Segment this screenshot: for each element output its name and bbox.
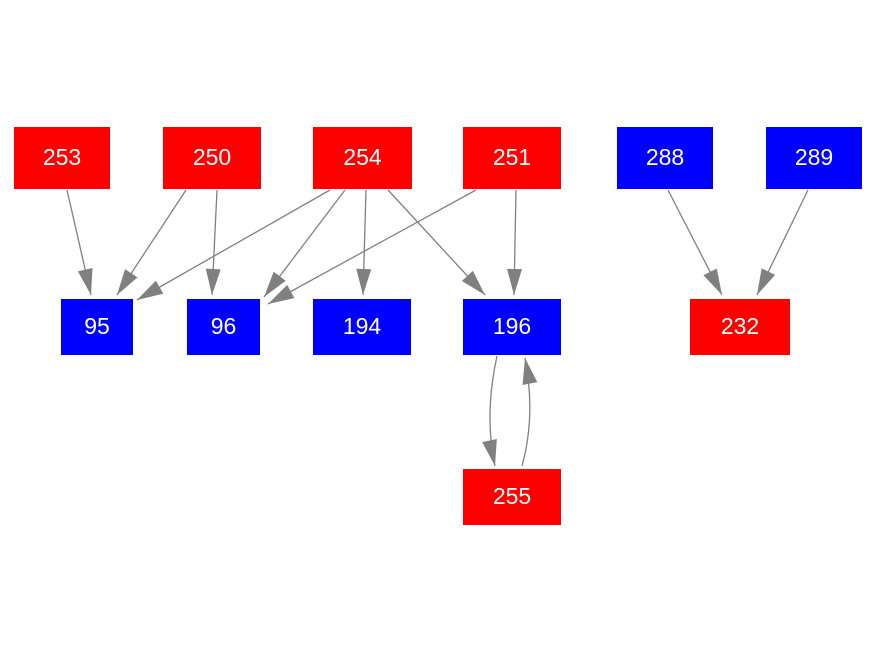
graph-node-label: 96 [210,312,237,339]
graph-edge [506,189,522,296]
graph-edge [116,189,187,296]
graph-node-255[interactable]: 255 [463,469,561,525]
graph-node-label: 253 [42,143,82,170]
graph-node-label: 232 [720,312,760,339]
graph-node-label: 288 [645,143,685,170]
graph-node-194[interactable]: 194 [313,299,411,355]
graph-node-232[interactable]: 232 [690,299,790,355]
graph-node-96[interactable]: 96 [187,299,260,355]
graph-node-288[interactable]: 288 [617,127,713,189]
graph-edge [387,189,486,296]
graph-node-95[interactable]: 95 [61,299,133,355]
graph-node-251[interactable]: 251 [463,127,561,189]
graph-node-label: 250 [192,143,232,170]
graph-edge [356,189,372,296]
graph-edge [521,357,538,467]
graph-edge [667,189,723,296]
graph-node-label: 95 [84,312,110,339]
graph-edge [263,189,346,298]
graph-node-label: 254 [343,143,382,170]
graph-node-label: 255 [492,482,532,509]
graph-node-250[interactable]: 250 [163,127,261,189]
graph-edge [136,189,331,301]
graph-edge [756,189,809,296]
graph-node-label: 251 [492,143,532,170]
graph-edge [205,189,221,296]
graph-edge [66,189,93,296]
graph-node-254[interactable]: 254 [313,127,412,189]
graph-node-196[interactable]: 196 [463,299,561,355]
graph-node-label: 289 [794,143,834,170]
graph-node-289[interactable]: 289 [766,127,862,189]
graph-node-label: 194 [342,312,382,339]
graph-edge [267,189,477,305]
graph-node-label: 196 [492,312,532,339]
graph-edge [482,355,498,467]
graph-node-253[interactable]: 253 [14,127,110,189]
